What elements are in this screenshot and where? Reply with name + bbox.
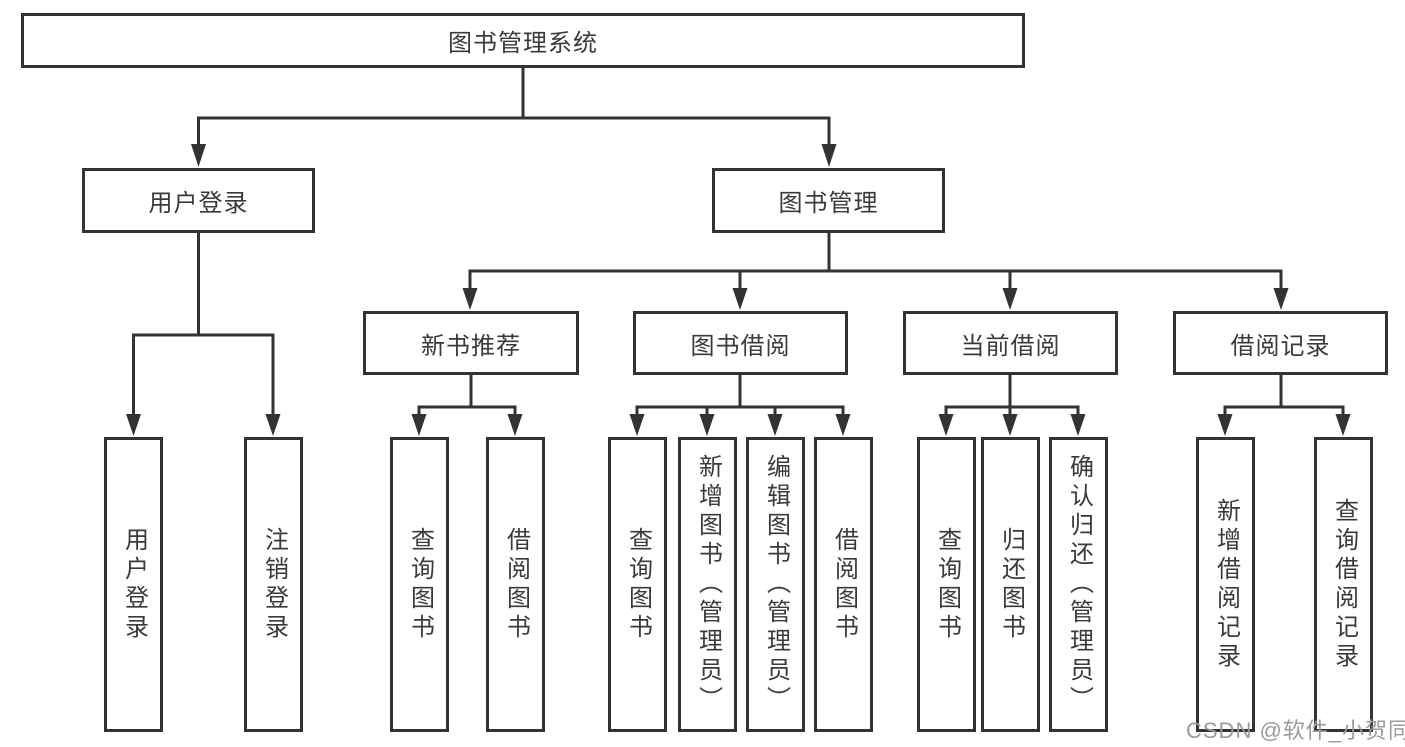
leaf-borrow-books-borrowing: 借阅图书 <box>814 437 873 732</box>
leaf-query-books-borrowing: 查询图书 <box>608 437 667 732</box>
node-borrowing-records: 借阅记录 <box>1173 311 1388 375</box>
leaf-edit-book-admin: 编辑图书（管理员） <box>746 437 805 732</box>
connector-current-borrowing-children <box>938 373 1086 436</box>
connector-root-to-level1 <box>191 66 837 167</box>
leaf-query-books-recommend: 查询图书 <box>390 437 449 732</box>
leaf-add-book-admin: 新增图书（管理员） <box>678 437 737 732</box>
connector-user-login-children <box>126 231 281 436</box>
leaf-borrow-books-recommend: 借阅图书 <box>486 437 545 732</box>
node-book-borrowing: 图书借阅 <box>633 311 848 375</box>
leaf-add-borrow-record: 新增借阅记录 <box>1196 437 1255 732</box>
watermark: CSDN @软件_小贺同学 <box>1186 718 1405 743</box>
connector-book-borrowing-children <box>629 373 851 436</box>
leaf-query-borrow-record: 查询借阅记录 <box>1314 437 1373 732</box>
leaf-return-books: 归还图书 <box>981 437 1040 732</box>
leaf-confirm-return-admin: 确认归还（管理员） <box>1049 437 1108 732</box>
leaf-user-login: 用户登录 <box>104 437 163 732</box>
connector-book-management-to-level2 <box>462 231 1289 310</box>
node-user-login: 用户登录 <box>82 168 315 233</box>
node-new-book-recommend: 新书推荐 <box>363 311 579 375</box>
node-current-borrowing: 当前借阅 <box>903 311 1118 375</box>
leaf-query-books-current: 查询图书 <box>917 437 976 732</box>
connector-borrowing-records-children <box>1217 373 1351 436</box>
node-library-management-system: 图书管理系统 <box>21 13 1025 68</box>
connector-new-book-recommend-children <box>411 373 523 436</box>
leaf-logout: 注销登录 <box>244 437 303 732</box>
node-book-management: 图书管理 <box>712 168 945 233</box>
